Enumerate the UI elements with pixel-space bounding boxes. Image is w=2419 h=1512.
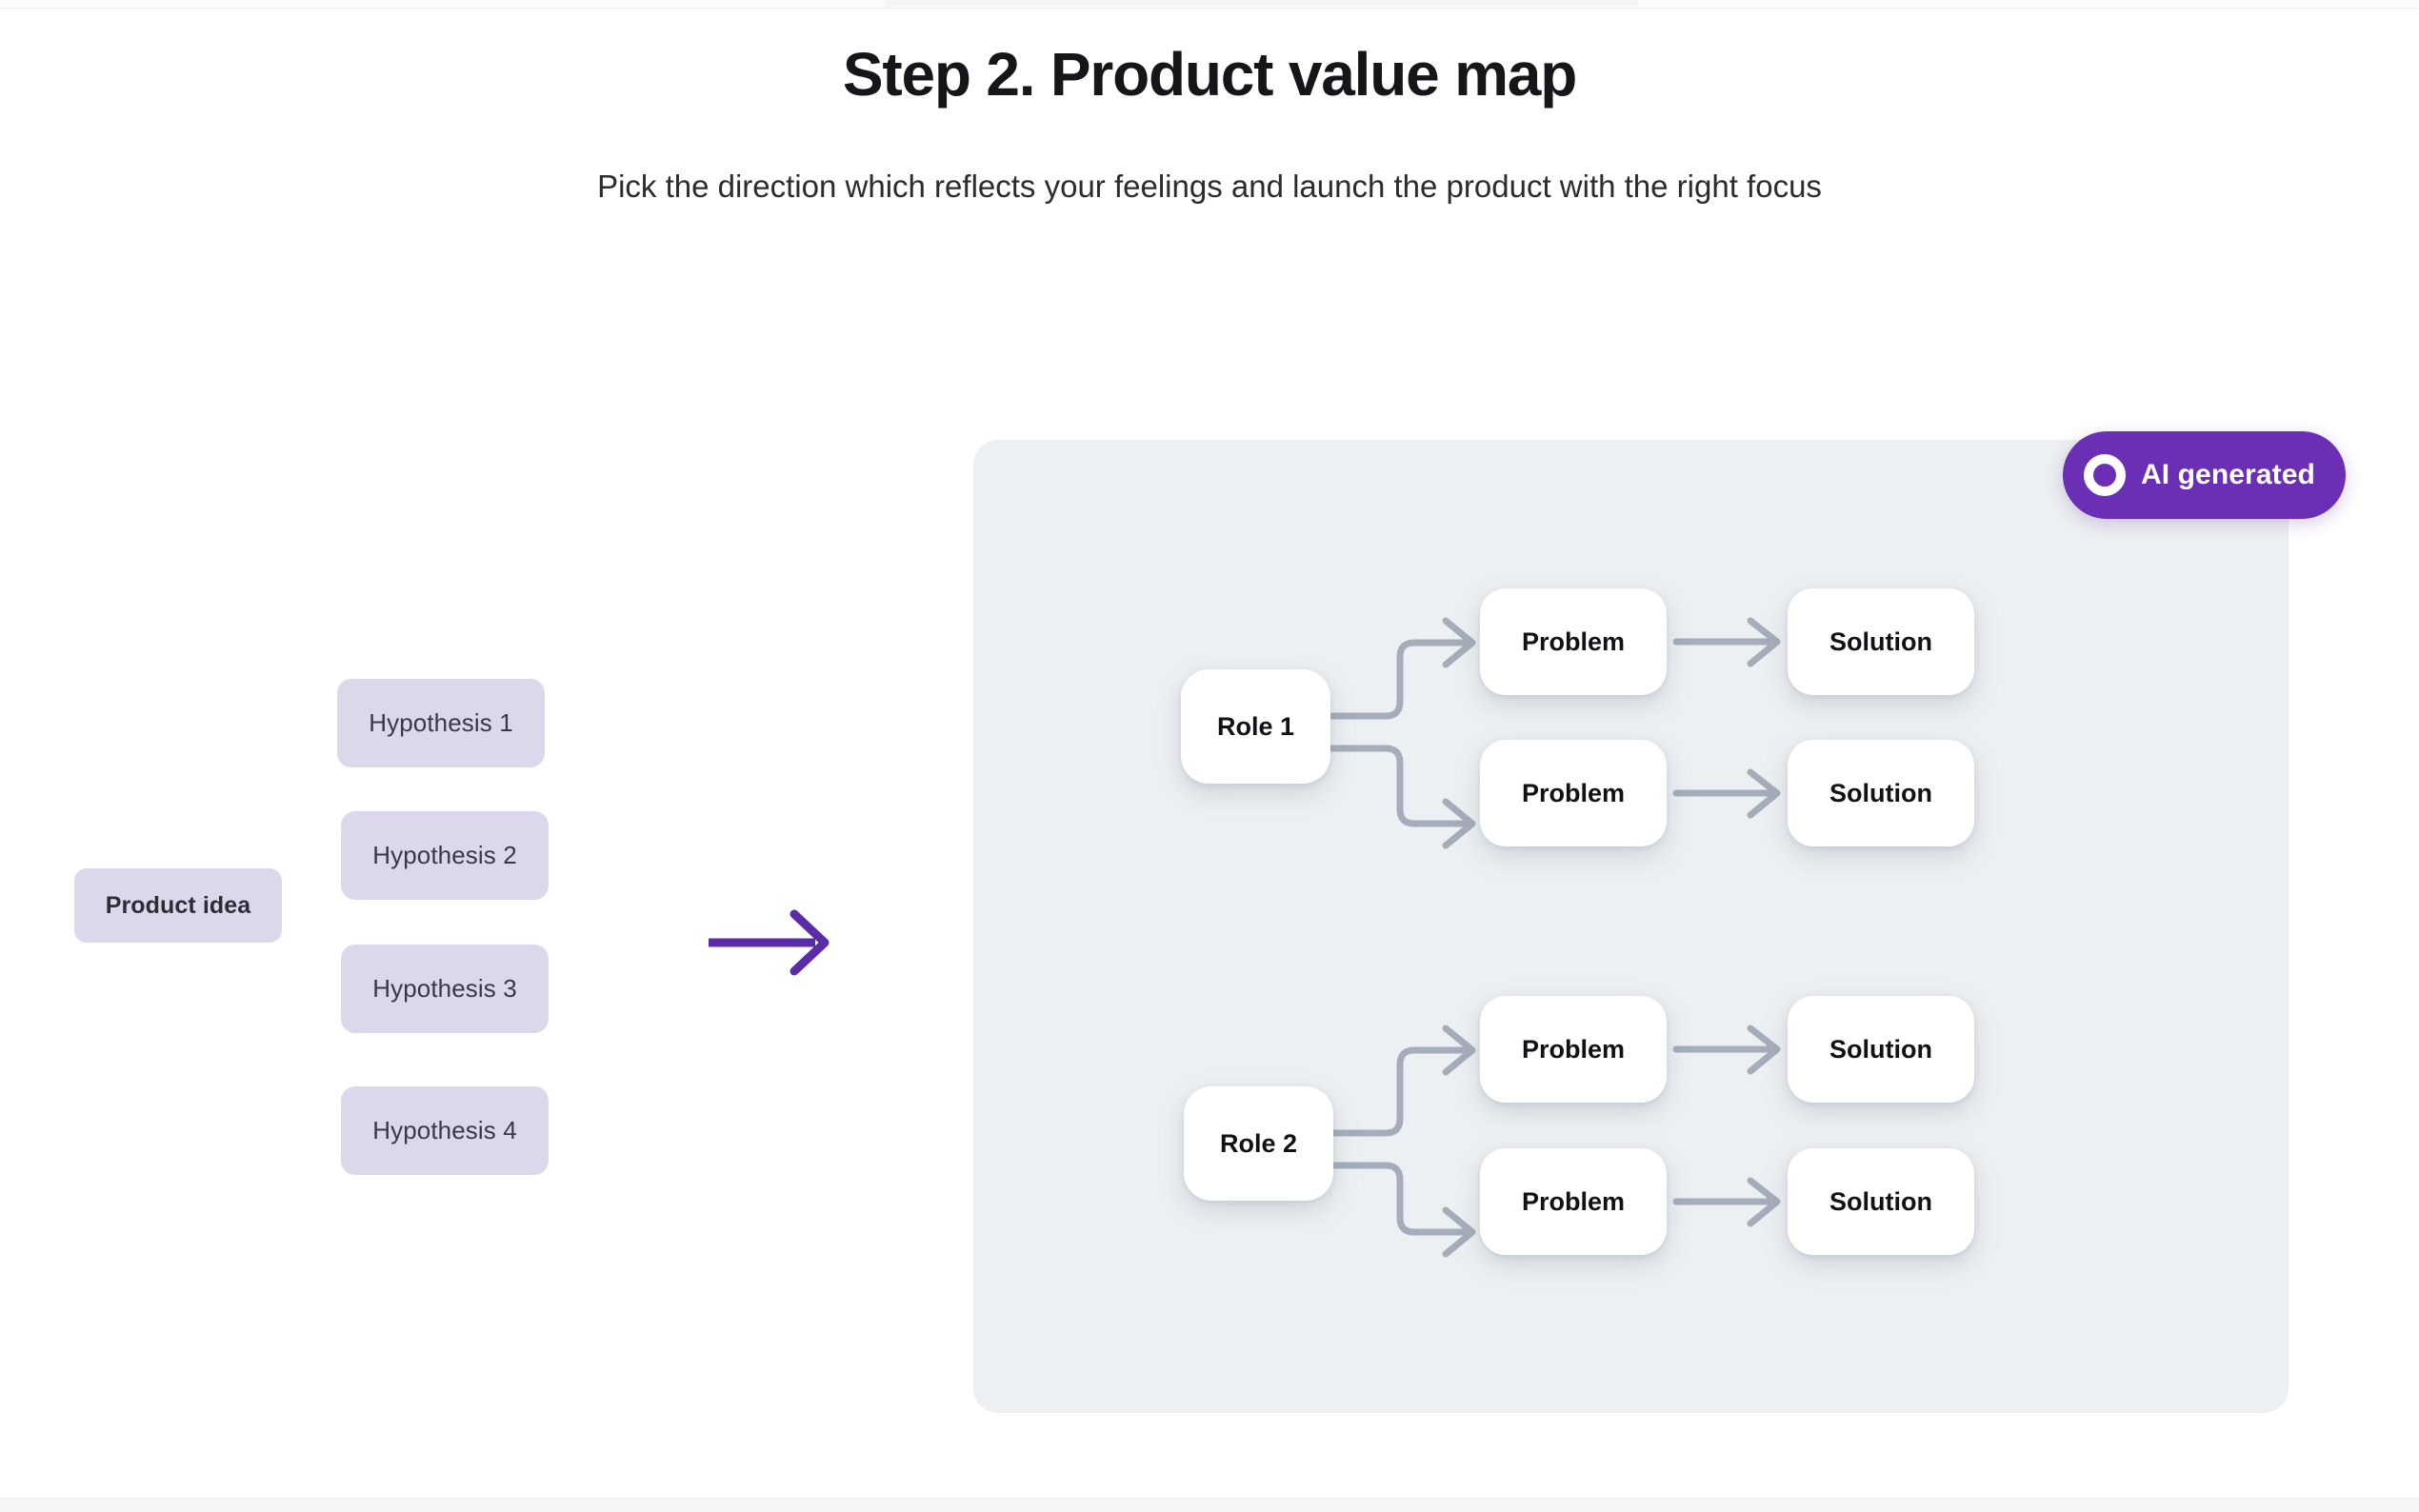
product-idea-chip[interactable]: Product idea xyxy=(74,868,282,943)
node-role-1[interactable]: Role 1 xyxy=(1181,669,1330,784)
node-problem-1b[interactable]: Problem xyxy=(1480,740,1667,846)
page-title: Step 2. Product value map xyxy=(842,40,1577,109)
ring-icon xyxy=(2084,454,2126,496)
node-solution-2b[interactable]: Solution xyxy=(1788,1148,1974,1255)
hypothesis-chip-1[interactable]: Hypothesis 1 xyxy=(337,679,545,767)
ai-generated-badge[interactable]: AI generated xyxy=(2063,431,2346,519)
ai-generated-panel xyxy=(973,440,2289,1413)
node-problem-2b[interactable]: Problem xyxy=(1480,1148,1667,1255)
node-solution-1b[interactable]: Solution xyxy=(1788,740,1974,846)
arrow-right-icon xyxy=(709,909,830,976)
node-problem-1a[interactable]: Problem xyxy=(1480,588,1667,695)
hypothesis-chip-3[interactable]: Hypothesis 3 xyxy=(341,945,549,1033)
node-solution-1a[interactable]: Solution xyxy=(1788,588,1974,695)
top-chrome-strip xyxy=(0,0,2419,9)
node-role-2[interactable]: Role 2 xyxy=(1184,1086,1333,1201)
hypothesis-chip-2[interactable]: Hypothesis 2 xyxy=(341,811,549,900)
top-chrome-strip-inner xyxy=(886,0,1638,7)
bottom-chrome-strip xyxy=(0,1498,2419,1512)
hypothesis-chip-4[interactable]: Hypothesis 4 xyxy=(341,1086,549,1175)
node-solution-2a[interactable]: Solution xyxy=(1788,996,1974,1103)
node-problem-2a[interactable]: Problem xyxy=(1480,996,1667,1103)
page-subtitle: Pick the direction which reflects your f… xyxy=(597,169,1822,204)
ai-generated-badge-label: AI generated xyxy=(2141,459,2315,490)
